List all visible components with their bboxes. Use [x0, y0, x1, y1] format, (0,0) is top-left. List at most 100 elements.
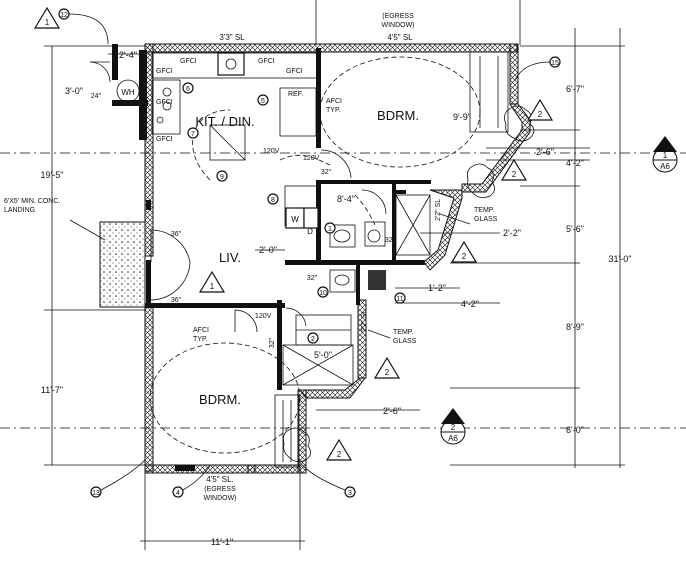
keynote-7: 7 — [191, 131, 195, 138]
section-marker-1: 1 A6 — [652, 136, 678, 173]
rev-tag-bay: 2 — [512, 170, 517, 179]
washer-label: W — [291, 215, 299, 224]
revision-tags: 1 2 2 2 1 2 2 — [33, 6, 554, 461]
ext-sl-1: 2'2" SL — [435, 199, 442, 221]
keynote-2: 2 — [311, 336, 315, 343]
afci-bottom-line1: AFCI — [193, 327, 209, 334]
fixtures — [116, 51, 509, 468]
temp-glass-2-line2: GLASS — [393, 338, 417, 345]
section-2-sheet: A6 — [448, 434, 458, 443]
dim-right-4: 8'-9" — [566, 322, 584, 332]
dim-counter-32d: 32" — [269, 337, 276, 348]
notes: (EGRESS WINDOW) 4'5" SL 3'3" SL 4'5" SL.… — [4, 13, 498, 502]
keynote-6: 6 — [186, 86, 190, 93]
section-2-number: 2 — [451, 423, 456, 432]
dim-hall: 8'-4" — [337, 194, 355, 204]
dim-left-1: 19'-5" — [41, 170, 64, 180]
dim-counter-32b: 32" — [307, 275, 318, 282]
dim-hall-2: 5'-0" — [314, 350, 332, 360]
dim-door-36b: 36" — [171, 297, 182, 304]
dim-small-b: 4'-2" — [461, 299, 479, 309]
window-kitchen-label: 3'3" SL — [219, 33, 245, 42]
keynote-3: 3 — [348, 490, 352, 497]
dryer-label: D — [307, 227, 313, 236]
dim-door-36a: 36" — [171, 231, 182, 238]
temp-glass-2-line1: TEMP. — [393, 329, 414, 336]
egress-bottom-line2: WINDOW) — [203, 495, 236, 502]
door-swings — [89, 61, 387, 333]
landing-line1: 6'X5' MIN. CONC. — [4, 198, 60, 205]
keynote-13: 13 — [92, 490, 100, 497]
dim-bottom: 11'-1" — [211, 537, 233, 547]
dim-small-a: 1'-2" — [428, 283, 446, 293]
dim-right-1: 6'-7" — [566, 84, 584, 94]
ext-sl-2: 2'2" SL — [361, 310, 368, 332]
dim-bath-depth: 9'-9" — [453, 112, 471, 122]
interior-walls — [112, 44, 431, 471]
dim-bay-bottom: 2'-6" — [383, 406, 401, 416]
keynote-4: 4 — [176, 490, 180, 497]
exterior-walls — [144, 43, 531, 474]
gfci-4: GFCI — [286, 68, 303, 75]
section-marker-2: 2 A6 — [440, 408, 466, 445]
rev-tag-top-right: 2 — [538, 110, 543, 119]
landing-line2: LANDING — [4, 207, 35, 214]
rev-tag-bath: 2 — [462, 252, 467, 261]
section-1-sheet: A6 — [660, 162, 670, 171]
volt-120-a: 120V — [263, 148, 280, 155]
room-bedroom-bottom: BDRM. — [199, 392, 241, 407]
keynote-15: 15 — [551, 60, 559, 67]
keynote-11: 11 — [396, 296, 403, 303]
gfci-1: GFCI — [180, 58, 197, 65]
gfci-5: GFCI — [156, 99, 173, 106]
keynotes: 12 15 13 4 3 5 6 7 8 9 10 11 2 1 — [58, 8, 561, 498]
keynote-1: 1 — [328, 226, 332, 233]
dim-closet: 2'-0" — [259, 245, 277, 255]
concrete-landing — [99, 221, 146, 308]
dim-right-5: 6'-0" — [566, 425, 584, 435]
leader-lines — [68, 13, 551, 491]
dim-right-2: 4'-2" — [566, 158, 584, 168]
keynote-12: 12 — [60, 12, 68, 19]
window-bottom-label: 4'5" SL. — [206, 475, 234, 484]
room-kitchen-dining: KIT. / DIN. — [195, 114, 254, 129]
dim-counter-32a: 32" — [321, 169, 332, 176]
afci-top-line1: AFCI — [326, 98, 342, 105]
dim-left-2: 11'-7" — [41, 385, 63, 395]
shrubs — [282, 105, 535, 462]
gfci-6: GFCI — [156, 136, 173, 143]
dim-wh-width: 3'-0" — [65, 86, 83, 96]
keynote-9: 9 — [220, 174, 224, 181]
keynote-10: 10 — [319, 290, 327, 297]
temp-glass-1-line1: TEMP. — [474, 207, 495, 214]
rev-tag-bottom: 2 — [337, 450, 342, 459]
water-heater-label: WH — [121, 88, 135, 97]
afci-top-line2: TYP. — [326, 107, 341, 114]
dim-right-3: 5'-6" — [566, 224, 584, 234]
dim-counter-32c: 32" — [385, 237, 396, 244]
dim-bath-width: 2'-2" — [503, 228, 521, 238]
egress-top-line1: (EGRESS — [382, 13, 414, 20]
dimension-labels: 2'-4" 3'-0" 24" 6'-7" 4'-2" 5'-6" 8'-9" … — [41, 50, 632, 547]
volt-120-c: 120V — [255, 313, 272, 320]
gfci-3: GFCI — [156, 68, 173, 75]
keynote-8: 8 — [271, 197, 275, 204]
dim-top-left: 2'-4" — [119, 50, 137, 60]
room-bedroom-top: BDRM. — [377, 108, 419, 123]
egress-bottom-line1: (EGRESS — [204, 486, 236, 493]
dimension-lines — [0, 0, 686, 550]
room-labels: KIT. / DIN. BDRM. LIV. BDRM. WH W D REF. — [121, 88, 419, 407]
room-living: LIV. — [219, 250, 241, 265]
rev-tag-liv: 1 — [210, 282, 215, 291]
dim-overall-right: 31'-0" — [609, 254, 632, 264]
dim-wh-inner: 24" — [91, 93, 102, 100]
dim-bay-top: 2'-6" — [536, 147, 554, 157]
section-1-number: 1 — [663, 151, 668, 160]
afci-bottom-line2: TYP. — [193, 336, 208, 343]
ref-label: REF. — [288, 91, 303, 98]
gfci-2: GFCI — [258, 58, 275, 65]
volt-120-b: 120V — [303, 155, 320, 162]
temp-glass-1-line2: GLASS — [474, 216, 498, 223]
rev-tag-mid: 2 — [385, 368, 390, 377]
